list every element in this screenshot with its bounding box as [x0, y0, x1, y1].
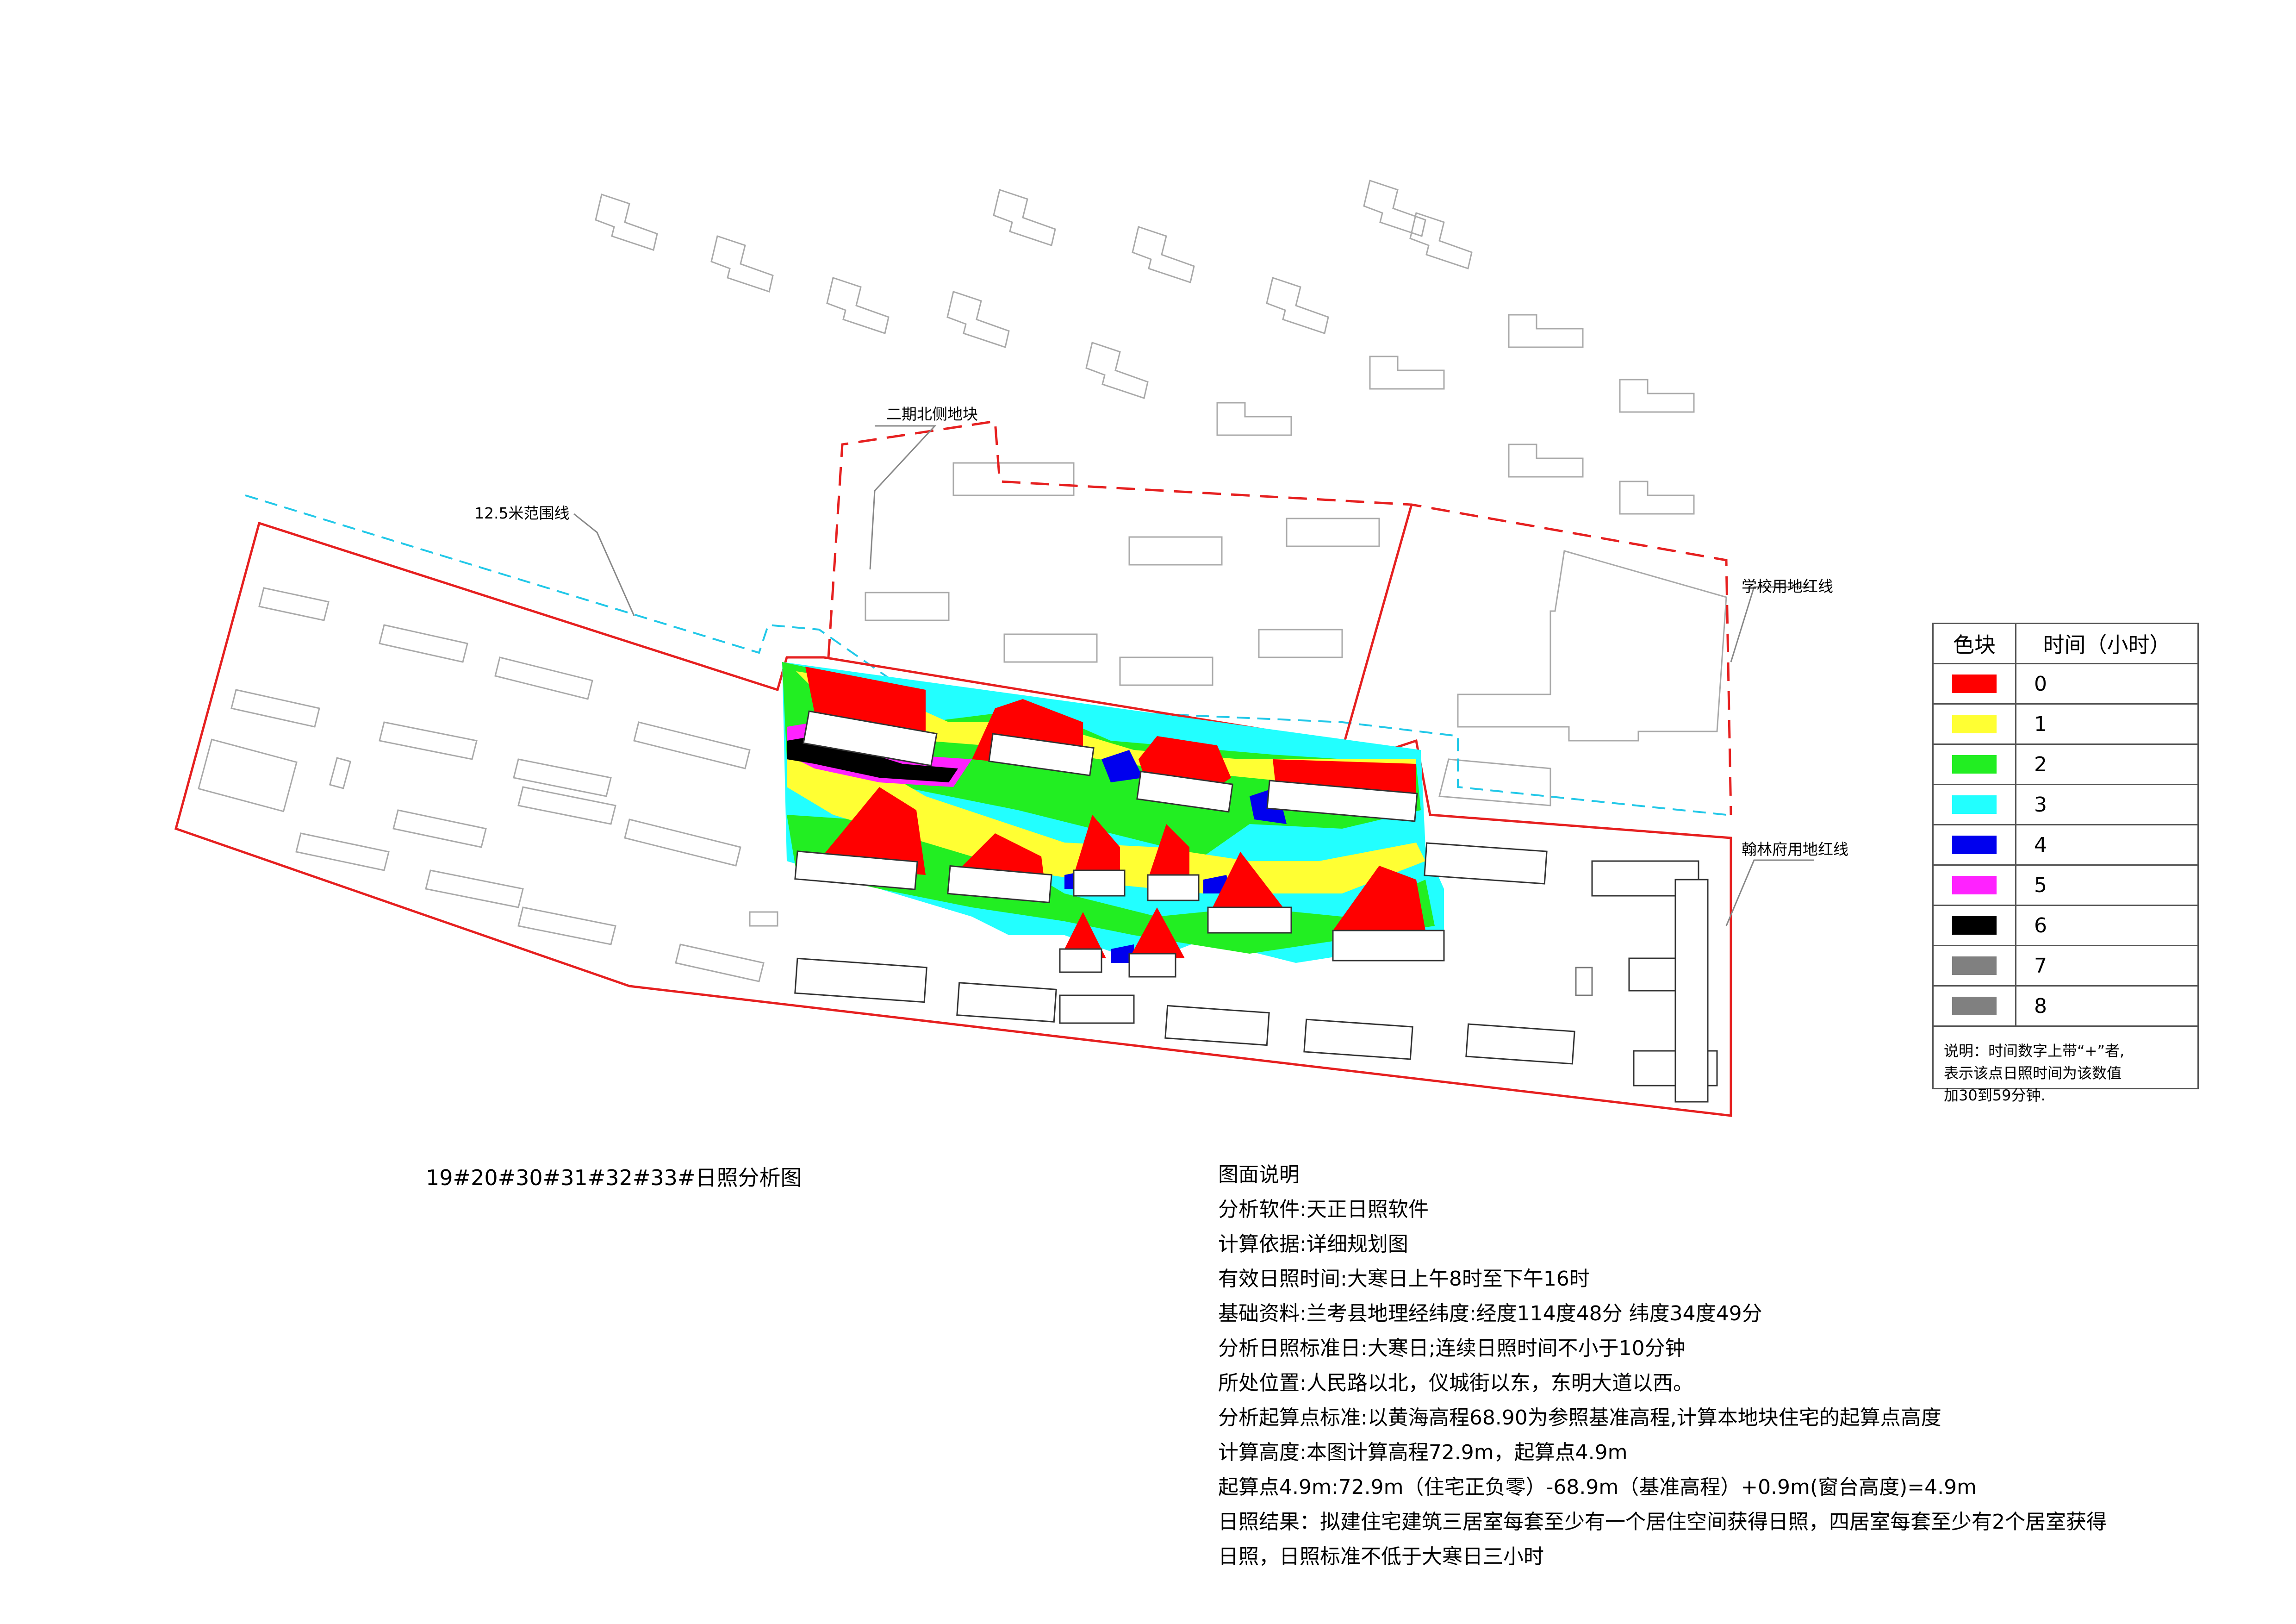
legend-swatch-cell: [1934, 906, 2016, 945]
legend-table: 色块 时间（小时） 0 1 2 3 4 5 6 7 8 说明：时间数字上带“+”者, 表示该点日…: [1932, 623, 2199, 1104]
hanlin-line-label: 翰林府用地红线: [1742, 840, 1848, 858]
legend-header-time: 时间（小时）: [2043, 632, 2171, 657]
legend-swatch-cell: [1934, 705, 2016, 743]
legend-swatch: [1952, 795, 1997, 814]
legend-row: 5: [1934, 866, 2197, 906]
legend-row: 8: [1934, 987, 2197, 1027]
plot-divider: [1341, 504, 1413, 750]
notes-line: 日照结果：拟建住宅建筑三居室每套至少有一个居住空间获得日照，四居室每套至少有2个…: [1218, 1510, 2107, 1534]
legend-header: 色块 时间（小时）: [1934, 624, 2197, 664]
school-line-label: 学校用地红线: [1742, 577, 1833, 595]
legend-note-line: 说明：时间数字上带“+”者,: [1944, 1042, 2125, 1060]
existing-buildings-north: [595, 180, 1695, 515]
legend-hours: 3: [2034, 793, 2047, 817]
legend-row: 6: [1934, 906, 2197, 946]
legend-hours: 7: [2034, 954, 2047, 978]
legend-note-line: 表示该点日照时间为该数值: [1944, 1064, 2122, 1082]
legend-hours: 5: [2034, 873, 2047, 897]
legend-swatch-cell: [1934, 866, 2016, 905]
legend-row: 1: [1934, 705, 2197, 745]
legend-swatch-cell: [1934, 745, 2016, 784]
notes-line: 基础资料:兰考县地理经纬度:经度114度48分 纬度34度49分: [1218, 1302, 1762, 1325]
legend-note-line: 加30到59分钟.: [1944, 1087, 2046, 1104]
legend-swatch: [1952, 956, 1997, 975]
notes-heading: 图面说明: [1218, 1163, 1300, 1187]
notes-line: 有效日照时间:大寒日上午8时至下午16时: [1218, 1267, 1590, 1291]
legend-hours: 4: [2034, 833, 2047, 857]
drawing-notes: 图面说明 分析软件:天正日照软件 计算依据:详细规划图 有效日照时间:大寒日上午…: [1218, 1157, 2107, 1574]
legend-swatch: [1952, 836, 1997, 854]
notes-line: 日照，日照标准不低于大寒日三小时: [1218, 1545, 1544, 1568]
legend-hours: 1: [2034, 712, 2047, 736]
legend-swatch: [1952, 675, 1997, 693]
legend-header-color: 色块: [1934, 624, 2016, 663]
legend-note: 说明：时间数字上带“+”者, 表示该点日照时间为该数值 加30到59分钟.: [1934, 1027, 2197, 1106]
legend-hours: 0: [2034, 672, 2047, 696]
school-building-outline: [1457, 550, 1727, 742]
notes-line: 计算依据:详细规划图: [1218, 1232, 1408, 1256]
legend-swatch: [1952, 715, 1997, 733]
legend-hours: 6: [2034, 913, 2047, 937]
phase2-north-label: 二期北侧地块: [886, 405, 978, 423]
legend-swatch: [1952, 997, 1997, 1015]
legend-swatch-cell: [1934, 785, 2016, 824]
legend-row: 3: [1934, 785, 2197, 825]
legend-swatch: [1952, 916, 1997, 935]
legend-hours: 2: [2034, 752, 2047, 776]
legend-swatch-cell: [1934, 664, 2016, 703]
legend-swatch-cell: [1934, 946, 2016, 985]
legend-row: 2: [1934, 745, 2197, 785]
range-line-label: 12.5米范围线: [474, 504, 570, 522]
notes-line: 计算高度:本图计算高程72.9m，起算点4.9m: [1218, 1441, 1628, 1464]
phase2-north-buildings: [865, 462, 1380, 686]
notes-line: 分析软件:天正日照软件: [1218, 1198, 1429, 1221]
legend-swatch-cell: [1934, 987, 2016, 1025]
legend-swatch: [1952, 755, 1997, 774]
range-line-12-5m: [245, 494, 1727, 816]
analysed-buildings: [794, 710, 1718, 1103]
legend-hours: 8: [2034, 994, 2047, 1018]
notes-line: 所处位置:人民路以北，仪城街以东，东明大道以西。: [1218, 1371, 1693, 1395]
legend-row: 4: [1934, 825, 2197, 866]
legend-row: 7: [1934, 946, 2197, 987]
notes-line: 分析日照标准日:大寒日;连续日照时间不小于10分钟: [1218, 1337, 1686, 1360]
small-structure: [1575, 967, 1593, 996]
legend-swatch-cell: [1934, 825, 2016, 864]
school-court-outline: [1438, 758, 1551, 806]
existing-buildings-west: [198, 587, 778, 982]
legend-swatch: [1952, 876, 1997, 894]
notes-line: 分析起算点标准:以黄海高程68.90为参照基准高程,计算本地块住宅的起算点高度: [1218, 1406, 1941, 1430]
phase2-boundary: [827, 420, 1732, 815]
notes-line: 起算点4.9m:72.9m（住宅正负零）-68.9m（基准高程）+0.9m(窗台…: [1218, 1475, 1977, 1499]
legend-row: 0: [1934, 664, 2197, 705]
leader-lines: [573, 425, 1814, 926]
drawing-title: 19#20#30#31#32#33#日照分析图: [426, 1165, 802, 1190]
